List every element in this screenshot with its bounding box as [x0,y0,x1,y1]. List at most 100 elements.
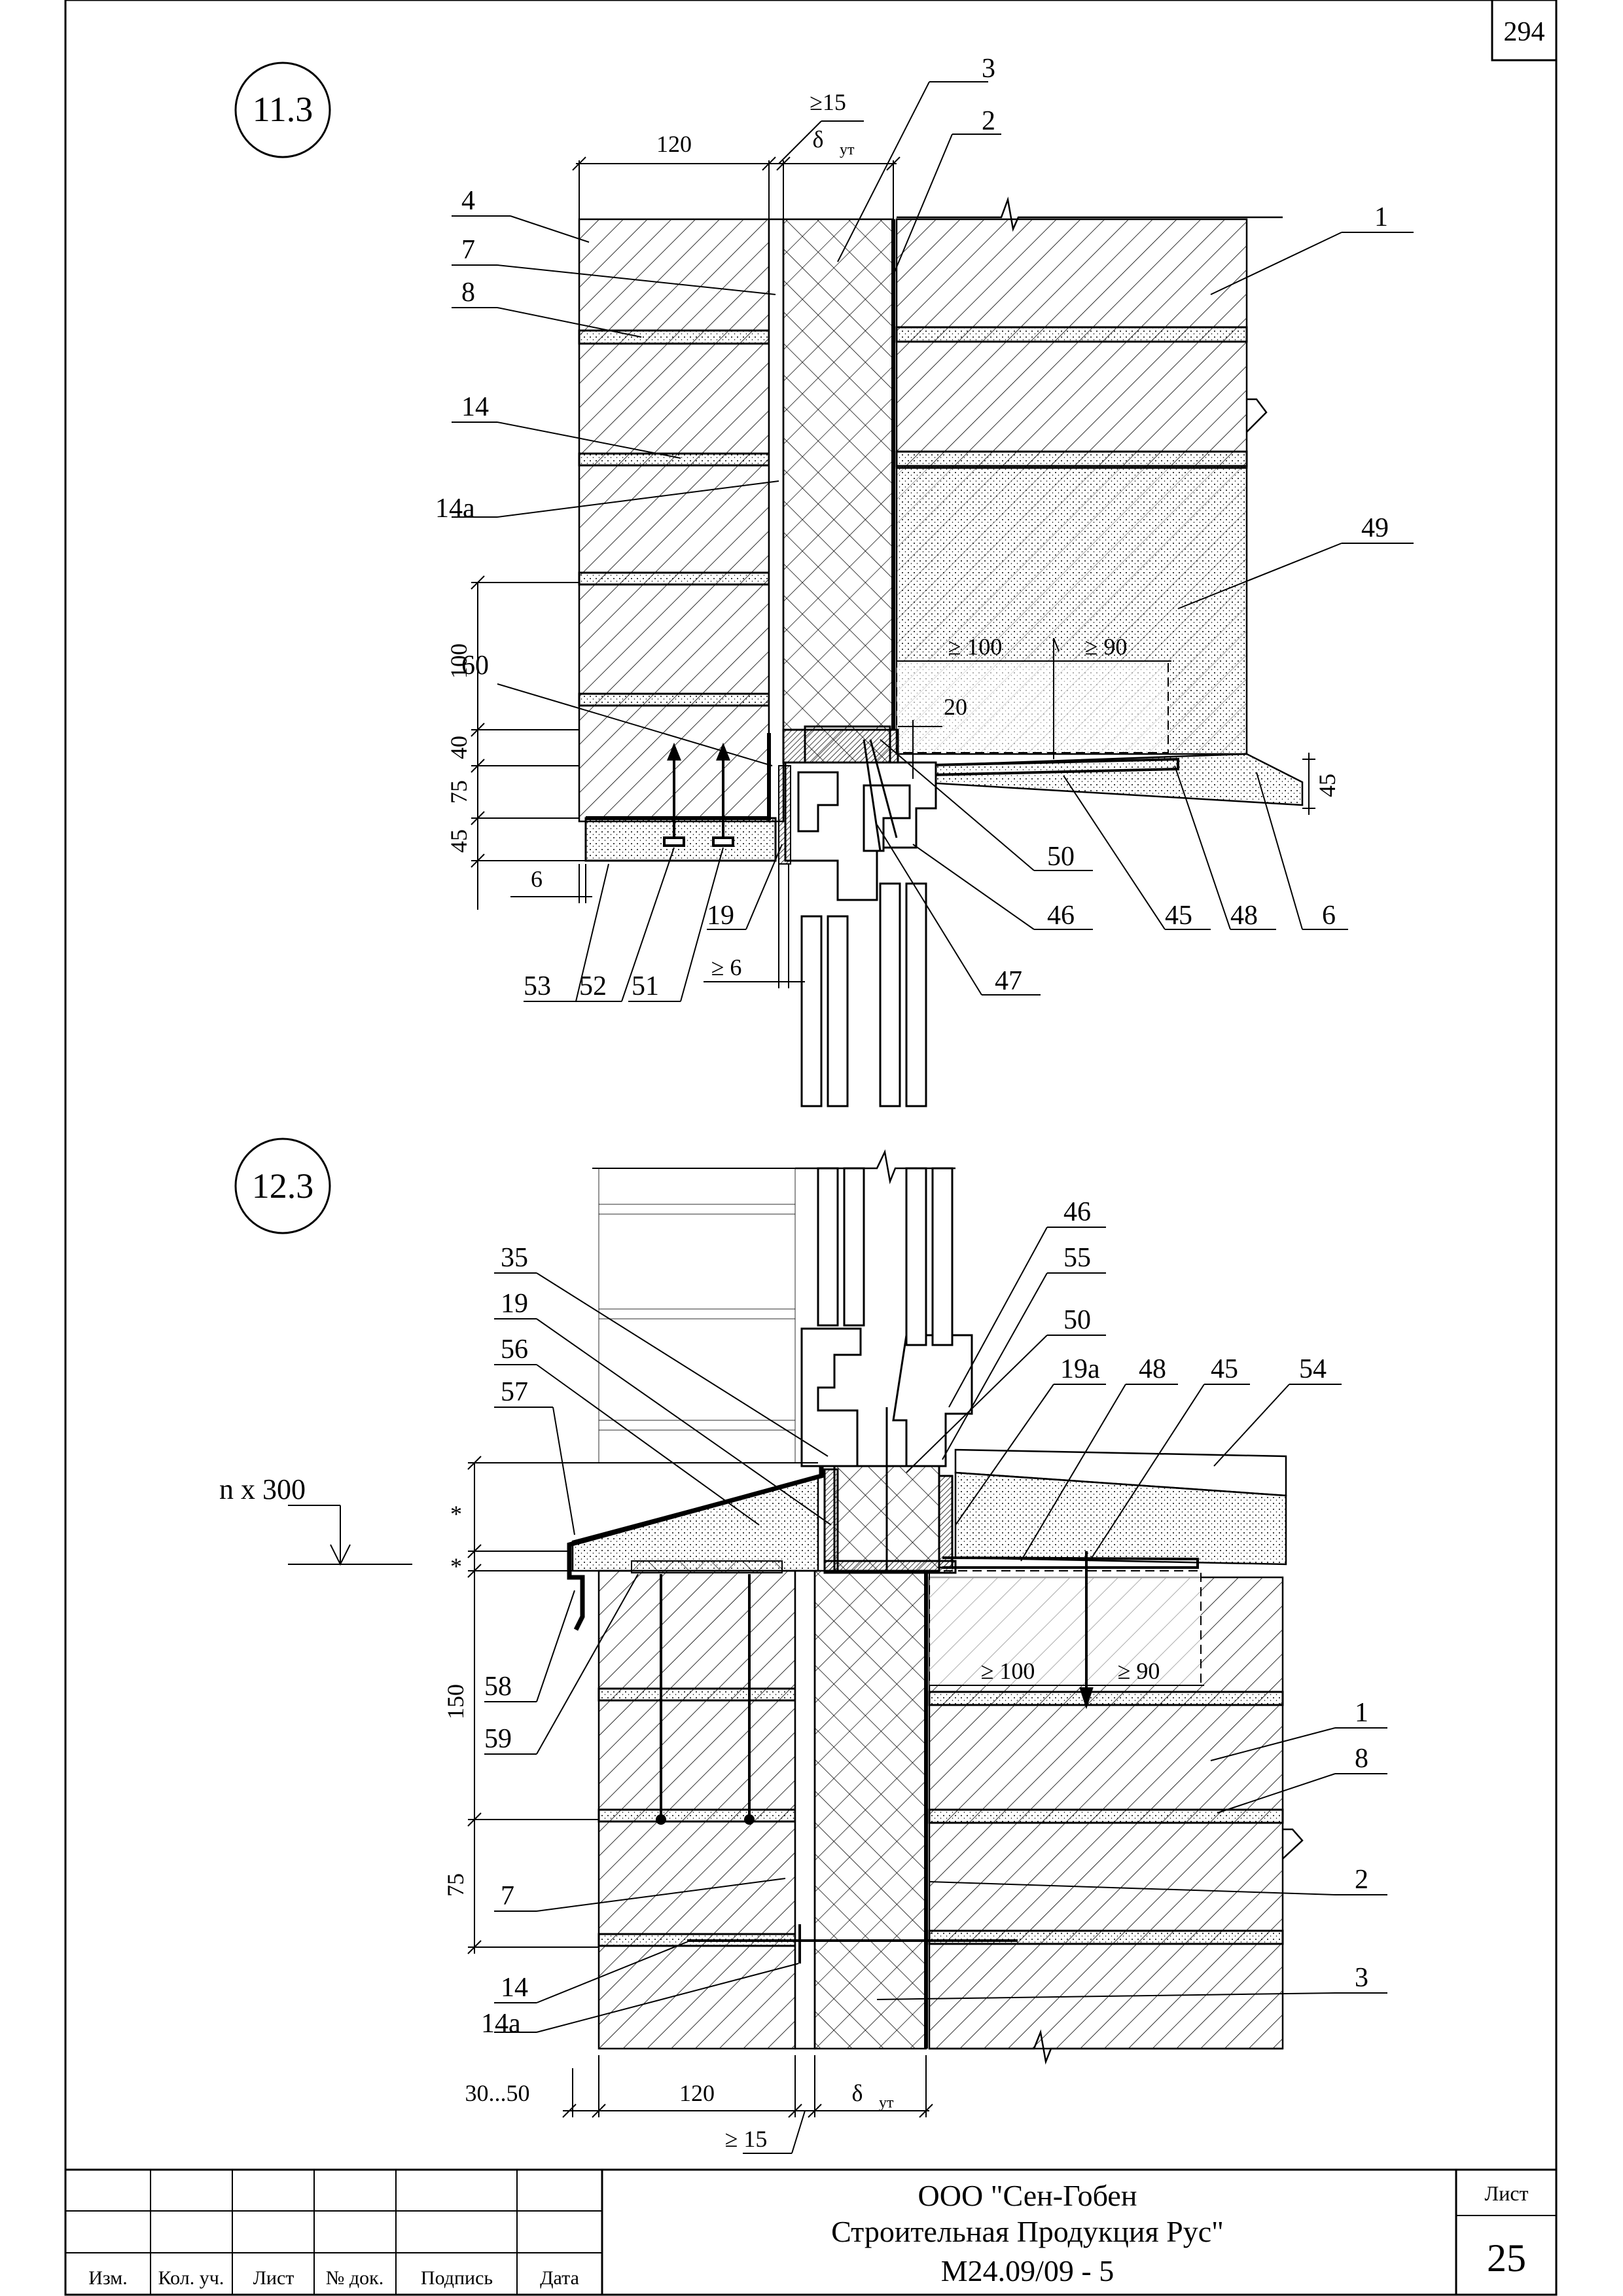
dim-delta-sub: ут [879,2094,894,2111]
company-line1: ООО "Сен-Гобен [918,2179,1137,2212]
dim-n300: n x 300 [219,1473,306,1505]
anchor-bolts [663,742,734,847]
support-angle [586,733,771,820]
callout-2: 2 [982,106,995,136]
dim-w3050: 30...50 [465,2080,530,2106]
dim-gap-min: ≥ 15 [725,2126,768,2152]
leaders-11-3 [452,81,1414,1002]
detail-11-3-title: 11.3 [253,90,313,129]
doc-code: М24.09/09 - 5 [941,2254,1115,2287]
callout-1: 1 [1355,1698,1368,1728]
callout-45: 45 [1165,901,1192,931]
callout-48: 48 [1230,901,1258,931]
callout-49: 49 [1361,513,1389,543]
interior-plaster [954,1471,1287,1566]
callout-54: 54 [1299,1354,1327,1384]
callout-8: 8 [1355,1744,1368,1774]
callout-46: 46 [1047,901,1075,931]
inner-masonry [895,218,1248,469]
sheet-number: 25 [1487,2236,1526,2280]
callout-7: 7 [461,235,475,265]
callout-50: 50 [1063,1305,1091,1335]
dim-brick-width: 120 [656,131,692,157]
header-podpis: Подпись [421,2267,493,2289]
dim-gap-min: ≥15 [810,89,846,115]
dim-delta: δ [852,2080,863,2106]
header-num-dok: № док. [326,2267,383,2289]
dim-gap6: ≥ 6 [711,954,742,980]
dim-brick-width: 120 [679,2080,715,2106]
sheet-label: Лист [1484,2181,1528,2205]
callout-14: 14 [461,392,489,422]
header-izm: Изм. [88,2267,128,2289]
header-data: Дата [540,2267,579,2289]
dim-h150: 150 [442,1684,469,1719]
callout-55: 55 [1063,1243,1091,1273]
dim-min100: ≥ 100 [948,634,1003,660]
title-block: Изм. Кол. уч. Лист № док. Подпись Дата О… [65,2168,1556,2295]
header-list: Лист [253,2267,294,2289]
dim-text-11-3: 120 ≥15 δ ут 100 40 75 45 6 45 ≥ 6 ≥ 100… [446,89,1340,980]
dim-lines-12-3 [288,1456,1204,2154]
callout-14a: 14а [435,493,475,524]
callout-14a: 14а [481,2009,521,2039]
company-line2: Строительная Продукция Рус" [831,2215,1224,2248]
dim-h100: 100 [446,643,472,679]
callout-14: 14 [501,1973,528,2003]
dim-delta-sub: ут [840,141,855,158]
callout-19: 19 [501,1289,528,1319]
detail-12-3: 12.3 [219,1138,1387,2154]
callout-6: 6 [1322,901,1336,931]
detail-12-3-title: 12.3 [252,1166,314,1206]
callout-8: 8 [461,278,475,308]
callout-3: 3 [982,54,995,84]
insulation-layer [782,218,895,731]
dim-star1: * [450,1501,462,1527]
dim-w6: 6 [531,866,543,892]
callout-51: 51 [632,971,659,1001]
callout-47: 47 [995,966,1022,996]
air-gap [768,218,785,823]
callout-58: 58 [484,1672,512,1702]
callout-53: 53 [524,971,551,1001]
insulation-12-3 [813,1570,927,2050]
callout-35: 35 [501,1243,528,1273]
dim-min90: ≥ 90 [1118,1658,1160,1684]
metal-drip-sill [567,1466,824,1631]
facing-brick-wall [578,218,770,823]
callout-3: 3 [1355,1963,1368,1993]
callout-59: 59 [484,1724,512,1754]
dim-h75: 75 [442,1873,469,1897]
callouts-11-3: 3 2 4 7 8 1 14 14а 49 60 50 46 45 48 6 1… [435,54,1389,1001]
anchor-rods-12-3 [656,1551,1094,1825]
callout-57: 57 [501,1377,528,1407]
callout-45: 45 [1211,1354,1238,1384]
dim-h40: 40 [446,736,472,759]
callout-50: 50 [1047,842,1075,872]
callout-56: 56 [501,1335,528,1365]
callout-4: 4 [461,186,475,216]
steel-angle [902,757,1179,777]
leaders-12-3 [484,1227,1387,2033]
dim-min100: ≥ 100 [981,1658,1035,1684]
callout-19: 19 [707,901,734,931]
corner-sheet-number: 294 [1504,17,1545,47]
dim-h45-left: 45 [446,829,472,853]
header-kol-uch: Кол. уч. [158,2267,224,2289]
dim-h45-right: 45 [1314,774,1340,797]
sheet-frame: 294 [64,0,1558,2296]
callout-1: 1 [1374,202,1388,232]
dim-d20: 20 [944,694,967,720]
callout-48: 48 [1139,1354,1166,1384]
dim-h75: 75 [446,780,472,804]
callout-2: 2 [1355,1865,1368,1895]
window-frame-12-3 [800,1167,973,1574]
callout-60: 60 [461,651,489,681]
callout-19a: 19а [1060,1354,1100,1384]
dim-lines-11-3 [471,120,1315,988]
dim-min90: ≥ 90 [1085,634,1128,660]
callout-7: 7 [501,1881,514,1911]
detail-11-3-marker [234,62,331,158]
window-frame-11-3 [782,725,937,1107]
